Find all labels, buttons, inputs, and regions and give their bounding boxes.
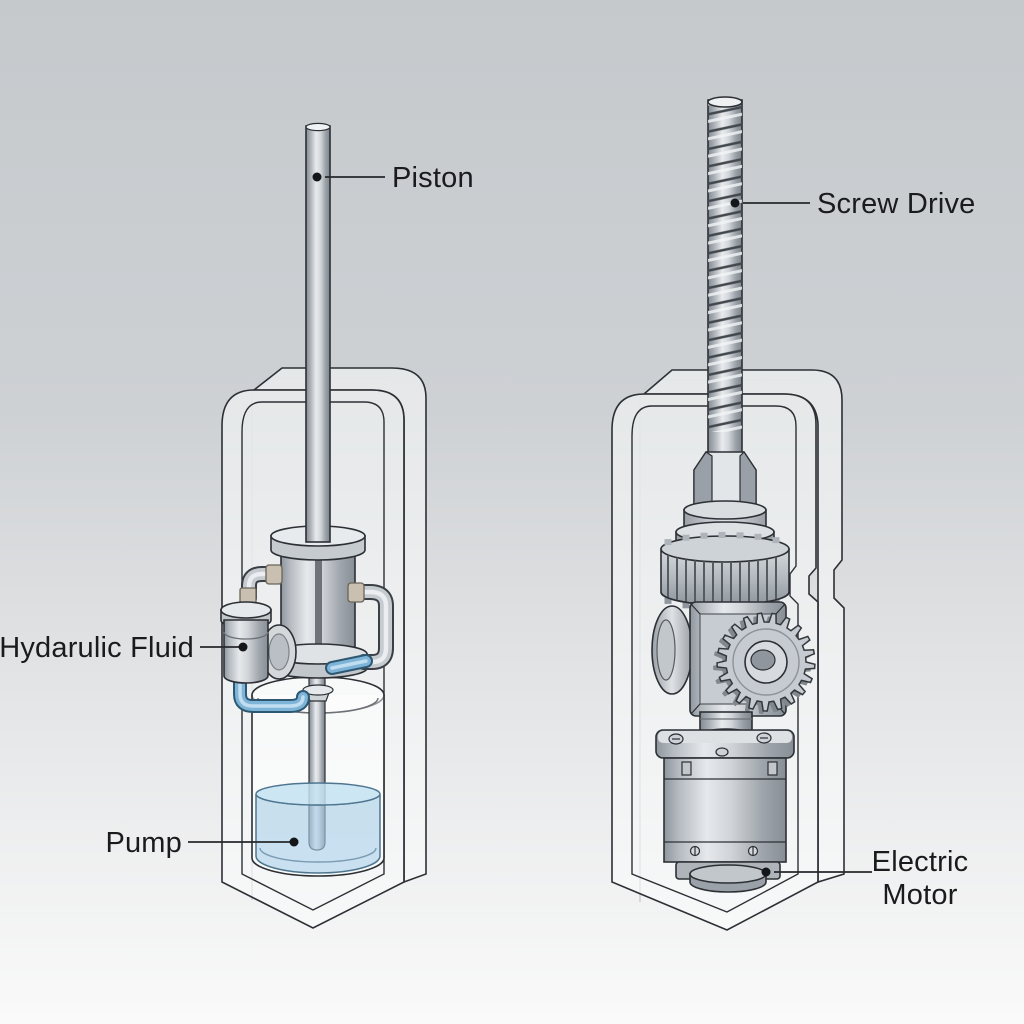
label-screw-drive: Screw Drive: [730, 188, 976, 220]
hydraulic-housing-inner: [241, 401, 385, 911]
pump-leader-dot: [289, 837, 299, 847]
label-hydraulic-fluid: Hydarulic Fluid: [0, 632, 248, 664]
pipe-connector-right: [347, 582, 365, 603]
hex-coupler: [693, 451, 757, 515]
fluid-tube-left: [233, 669, 310, 713]
screw-drive-label: Screw Drive: [817, 188, 976, 220]
fluid-tube-right: [325, 654, 373, 675]
motor-terminal-right: [767, 761, 778, 776]
electric-motor-leader-dot: [761, 867, 771, 877]
hydraulic-fluid-reservoir: [220, 587, 272, 684]
label-piston: Piston: [312, 162, 474, 194]
electric-motor-label-line2: Motor: [882, 879, 957, 911]
screw-drive-leader-dot: [730, 198, 740, 208]
motor-terminal-left: [681, 761, 692, 776]
motor-body: [663, 757, 787, 863]
spur-gear-bore: [750, 649, 776, 671]
piston-rod: [305, 122, 331, 543]
screw-drive-figure: [611, 96, 845, 931]
cylinder-slot: [315, 548, 322, 648]
spur-gear: [713, 612, 816, 714]
pipe-connector-left: [265, 564, 283, 585]
electric-motor-label-line1: Electric: [872, 846, 969, 878]
tank-fluid: [255, 782, 381, 874]
hydraulic-fluid-label: Hydarulic Fluid: [0, 632, 194, 664]
label-electric-motor: Electric Motor: [761, 846, 969, 911]
screw-housing-inner: [631, 405, 799, 913]
hydraulic-fluid-leader-dot: [238, 642, 248, 652]
electric-motor: [655, 729, 795, 893]
crown-gear: [660, 532, 790, 611]
label-pump: Pump: [105, 827, 299, 859]
piston-label: Piston: [392, 162, 474, 194]
piston-leader-dot: [312, 172, 322, 182]
screw-shaft: [707, 96, 743, 457]
return-pipe-right: [348, 584, 394, 670]
pump-label: Pump: [105, 827, 182, 859]
hydraulic-lift-figure: [220, 122, 427, 929]
screw-threads: [708, 102, 742, 432]
supply-pipe-left: [241, 566, 282, 606]
